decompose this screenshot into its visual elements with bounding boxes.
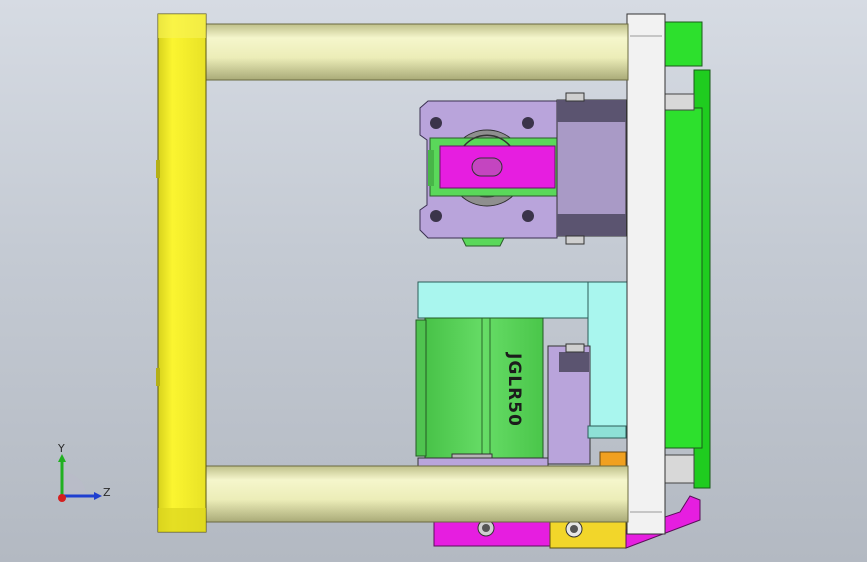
triad-plane (62, 472, 86, 496)
purple-block-dark (559, 352, 589, 372)
bearing-slot (471, 157, 503, 177)
actuator-top (557, 100, 626, 122)
z-axis-arrow (94, 492, 102, 500)
x-axis-origin (58, 494, 66, 502)
screw-head (565, 92, 585, 102)
actuator-bottom (557, 214, 626, 236)
bolt-hole (482, 524, 490, 532)
screw-head (565, 235, 585, 245)
bearing-visible-arc (463, 134, 511, 147)
model-engraving: JGLR50 (504, 352, 524, 427)
bolt-hole (430, 210, 442, 222)
screw-head (565, 343, 585, 353)
lower-tab (461, 237, 505, 247)
cyan-bracket-leg (587, 281, 628, 429)
gray-spacer (663, 93, 695, 111)
bolt-hole (522, 210, 534, 222)
gray-spacer (663, 454, 695, 484)
bolt-hole (430, 117, 442, 129)
guide-rod-bottom (203, 465, 629, 523)
upper-gripper[interactable] (419, 92, 627, 247)
guide-rod-top (203, 23, 629, 81)
z-axis-label: Z (103, 486, 111, 499)
axis-triad: Y Z (57, 442, 111, 502)
white-plate (626, 13, 666, 535)
lower-cylinder-assembly[interactable]: JGLR50 (415, 281, 628, 479)
tab (428, 150, 434, 186)
bolt-hole (570, 525, 578, 533)
right-mounting-plates (626, 13, 711, 535)
actuator-block (556, 99, 627, 237)
cylinder-body (424, 317, 544, 459)
green-plate-top (663, 21, 703, 67)
yellow-end-plate (156, 13, 207, 533)
cyan-base (587, 425, 627, 439)
y-axis-arrow (58, 454, 66, 462)
green-plate-inner (663, 107, 703, 449)
cylinder-flange (415, 319, 427, 457)
y-axis-label: Y (57, 442, 65, 455)
bolt-hole (522, 117, 534, 129)
